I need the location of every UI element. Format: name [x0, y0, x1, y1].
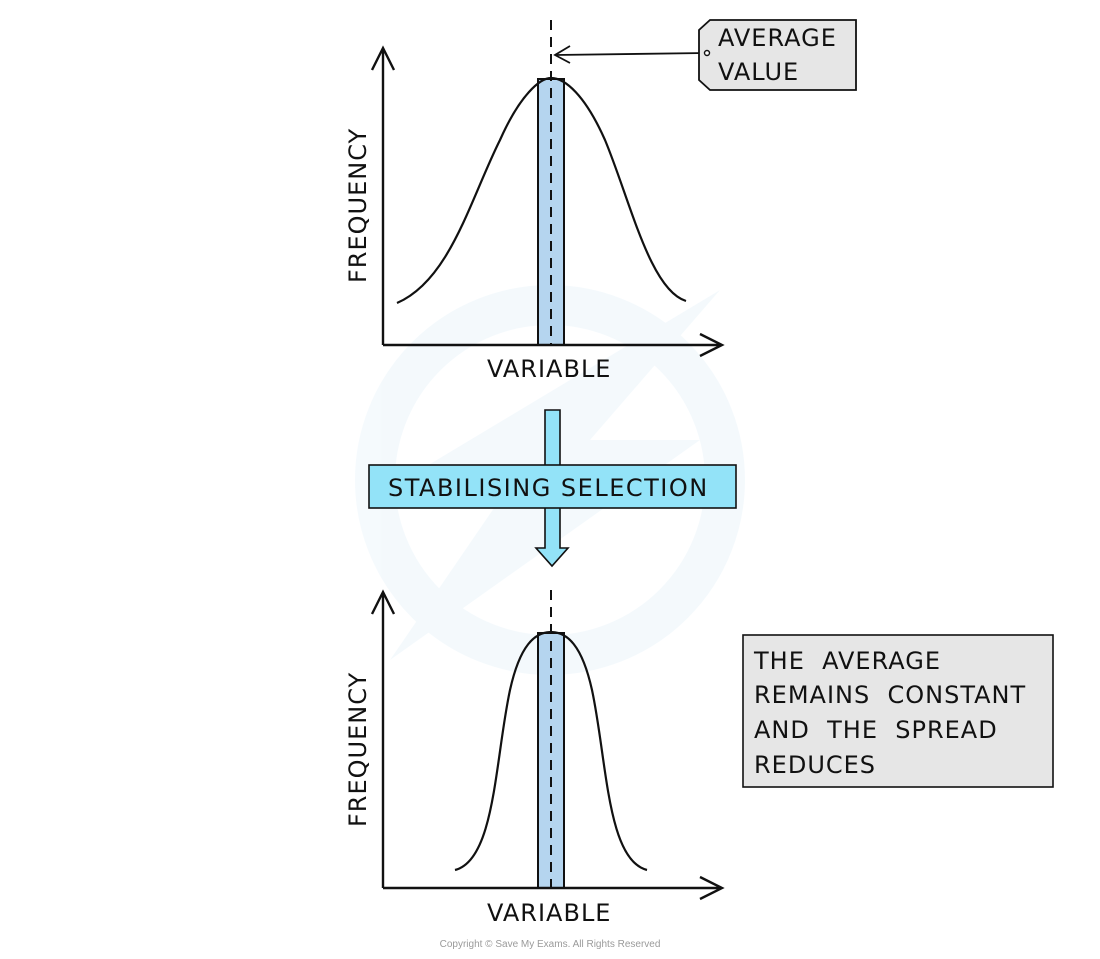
x-axis-label: VARIABLE	[487, 355, 611, 383]
x-axis	[383, 875, 725, 901]
note-line-2: REMAINS CONSTANT	[754, 681, 1026, 709]
process-arrow: STABILISING SELECTION	[368, 409, 737, 568]
arrow-head	[553, 45, 571, 64]
y-axis	[370, 589, 396, 888]
y-axis-label: FREQUENCY	[344, 128, 372, 283]
note-line-3: AND THE SPREAD	[754, 716, 998, 744]
note-line-1: THE AVERAGE	[753, 647, 941, 675]
note-box: THE AVERAGE REMAINS CONSTANT AND THE SPR…	[742, 634, 1054, 788]
top-graph: FREQUENCY VARIABLE	[344, 20, 725, 383]
tag-line-2: VALUE	[718, 58, 799, 86]
process-label: STABILISING SELECTION	[388, 474, 709, 502]
average-value-tag: AVERAGE VALUE	[553, 19, 857, 91]
process-label-box	[368, 464, 737, 509]
tag-line-1: AVERAGE	[718, 24, 837, 52]
copyright: Copyright © Save My Exams. All Rights Re…	[440, 939, 661, 950]
y-axis	[370, 45, 396, 345]
note-line-4: REDUCES	[754, 751, 876, 779]
y-axis-label: FREQUENCY	[344, 672, 372, 827]
x-axis	[383, 332, 725, 358]
bottom-graph: FREQUENCY VARIABLE	[344, 589, 725, 927]
x-axis-label: VARIABLE	[487, 899, 611, 927]
